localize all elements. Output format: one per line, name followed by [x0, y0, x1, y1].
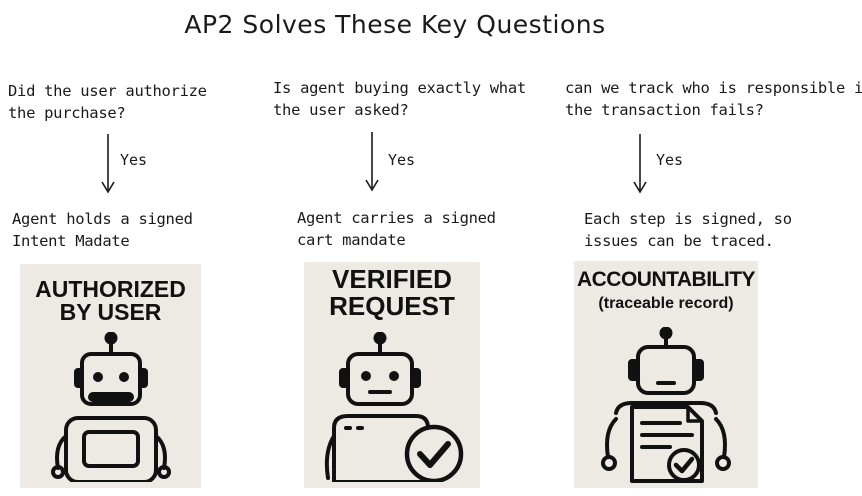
- card-heading-line-2: BY USER: [59, 299, 162, 326]
- question-line-1: Is agent buying exactly what: [273, 79, 526, 97]
- question-line-2: the transaction fails?: [565, 101, 764, 119]
- answer-line-2: Intent Madate: [12, 232, 130, 250]
- question-line-1: can we track who is responsible if: [565, 79, 862, 97]
- card-heading: ACCOUNTABILITY: [574, 268, 758, 291]
- arrow-label: Yes: [656, 151, 684, 169]
- answer-text: Agent holds a signed Intent Madate: [12, 208, 193, 252]
- question-line-2: the purchase?: [8, 104, 126, 122]
- question-text: Is agent buying exactly what the user as…: [273, 77, 526, 121]
- question-text: Did the user authorize the purchase?: [8, 80, 207, 124]
- robot-document-icon: [601, 327, 731, 483]
- card-subheading: (traceable record): [598, 295, 734, 312]
- answer-line-2: issues can be traced.: [584, 232, 774, 250]
- answer-line-1: Each step is signed, so: [584, 210, 792, 228]
- answer-text: Agent carries a signed cart mandate: [297, 207, 496, 251]
- card-heading-line-1: VERIFIED: [332, 264, 452, 294]
- answer-line-1: Agent holds a signed: [12, 210, 193, 228]
- down-arrow-icon: [633, 134, 647, 194]
- answer-line-2: cart mandate: [297, 231, 406, 249]
- page-title: AP2 Solves These Key Questions: [184, 10, 606, 39]
- robot-monitor-icon: [51, 332, 171, 482]
- down-arrow-icon: [365, 132, 379, 192]
- card-heading-line-1: ACCOUNTABILITY: [576, 268, 756, 291]
- robot-check-icon: [324, 332, 464, 482]
- card-heading: VERIFIED REQUEST: [304, 266, 480, 319]
- question-text: can we track who is responsible if the t…: [565, 77, 862, 121]
- answer-line-1: Agent carries a signed: [297, 209, 496, 227]
- verified-card: VERIFIED REQUEST: [304, 262, 480, 488]
- down-arrow-icon: [101, 134, 115, 194]
- accountability-card: ACCOUNTABILITY (traceable record): [574, 261, 758, 488]
- arrow-label: Yes: [388, 151, 416, 169]
- authorized-card: AUTHORIZED BY USER: [20, 264, 201, 488]
- card-heading: AUTHORIZED BY USER: [20, 276, 201, 326]
- question-line-2: the user asked?: [273, 101, 409, 119]
- answer-text: Each step is signed, so issues can be tr…: [584, 208, 792, 252]
- arrow-label: Yes: [120, 151, 148, 169]
- card-heading-line-2: REQUEST: [329, 290, 455, 321]
- card-heading-line-1: AUTHORIZED: [35, 276, 186, 302]
- question-line-1: Did the user authorize: [8, 82, 207, 100]
